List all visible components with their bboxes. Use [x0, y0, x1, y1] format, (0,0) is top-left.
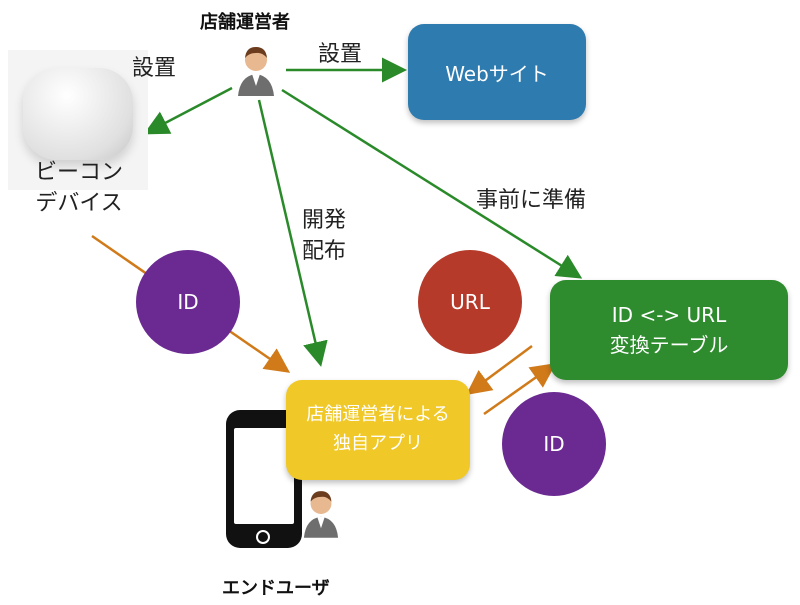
custom-app-box: 店舗運営者による 独自アプリ	[286, 380, 470, 480]
label-develop-distribute: 開発 配布	[302, 206, 346, 268]
app-line2: 独自アプリ	[333, 433, 423, 454]
beacon-device	[8, 50, 148, 190]
id-badge-left: ID	[136, 250, 240, 354]
operator-person-icon	[236, 44, 276, 96]
beacon-device-icon	[23, 68, 133, 160]
end-user-person-icon	[302, 488, 340, 538]
app-line1: 店舗運営者による	[306, 404, 450, 426]
label-prepare: 事前に準備	[476, 188, 587, 213]
label-develop: 開発	[302, 208, 347, 233]
label-distribute: 配布	[302, 238, 347, 264]
phone-screen	[234, 428, 294, 524]
arrow-operator-to-beacon	[143, 86, 233, 135]
end-user-title: エンドユーザ	[222, 578, 330, 599]
arrow-app-to-table	[483, 363, 557, 416]
operator-title: 店舗運営者	[200, 12, 290, 33]
label-install-web: 設置	[318, 42, 363, 67]
arrow-operator-to-table	[281, 88, 583, 279]
beacon-label-line2: デバイス	[35, 190, 123, 216]
label-install-beacon: 設置	[132, 56, 177, 81]
beacon-label: ビーコン デバイス	[24, 158, 134, 220]
table-line2: 変換テーブル	[609, 333, 729, 357]
arrow-operator-to-app	[257, 99, 328, 367]
url-badge: URL	[418, 250, 522, 354]
conversion-table-box: ID <-> URL 変換テーブル	[550, 280, 788, 380]
id-badge-right: ID	[502, 392, 606, 496]
website-box: Webサイト	[408, 24, 586, 120]
phone-home-button	[256, 530, 270, 544]
beacon-label-line1: ビーコン	[34, 160, 123, 185]
table-line1: ID <-> URL	[611, 303, 727, 327]
arrow-table-to-app	[465, 344, 533, 395]
